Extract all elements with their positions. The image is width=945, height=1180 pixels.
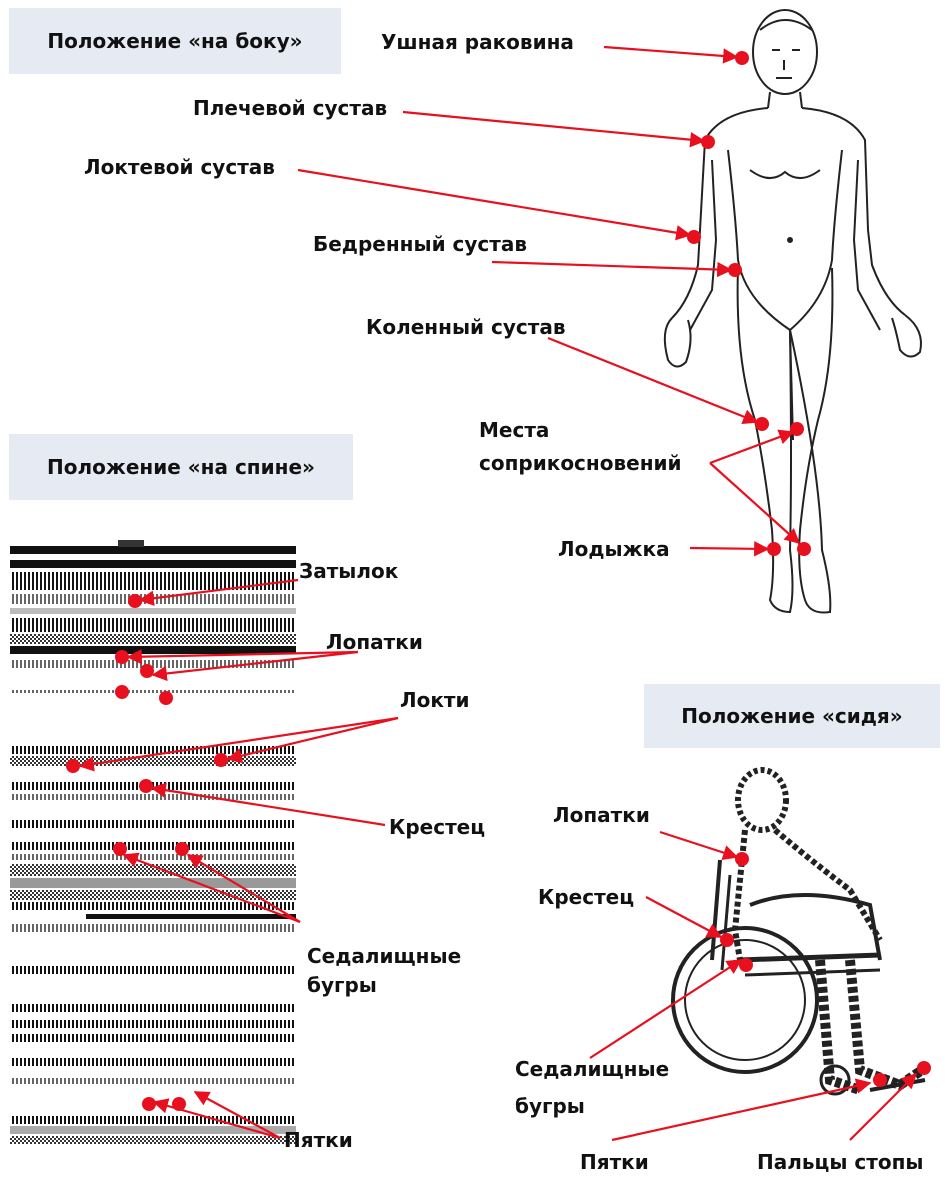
dot-ankle-contact <box>797 542 811 556</box>
arrow-ear <box>604 47 737 57</box>
label-sit-scapulae: Лопатки <box>553 803 650 827</box>
dot-sit-ischial <box>739 958 753 972</box>
dot-ankle <box>767 542 781 556</box>
label-sit-ischial-line1: Седалищные <box>515 1057 669 1081</box>
label-ear: Ушная раковина <box>381 30 574 54</box>
dot-elbow-right <box>214 753 228 767</box>
dot-heel-right <box>172 1097 186 1111</box>
dot-occiput <box>128 594 142 608</box>
label-hip: Бедренный сустав <box>313 232 527 256</box>
arrow-elbow <box>298 170 690 235</box>
dot-sacrum <box>139 779 153 793</box>
label-sit-ischial-line2: бугры <box>515 1094 585 1118</box>
label-sit-heels: Пятки <box>580 1150 649 1174</box>
label-back-ischial-line1: Седалищные <box>307 944 461 968</box>
arrow-sit-heels <box>612 1083 870 1140</box>
arrow-contact-1 <box>710 432 793 463</box>
arrow-sit-ischial <box>590 960 741 1058</box>
dot-sit-sacrum <box>720 933 734 947</box>
arrow-shoulder <box>403 112 704 141</box>
label-ankle: Лодыжка <box>558 537 670 561</box>
dot-shoulder <box>701 135 715 149</box>
arrow-sit-scapulae <box>660 832 737 857</box>
figure-head <box>753 10 817 94</box>
dot-ear <box>735 51 749 65</box>
arrow-ankle <box>690 548 768 549</box>
label-occiput: Затылок <box>299 559 398 583</box>
label-back-ischial-line2: бугры <box>307 973 377 997</box>
dot-ischial-left <box>113 842 127 856</box>
arrow-sacrum <box>152 788 385 825</box>
dot-elbow <box>687 230 701 244</box>
label-back-scapulae: Лопатки <box>326 630 423 654</box>
dot-hip <box>728 263 742 277</box>
label-sit-sacrum: Крестец <box>538 885 634 909</box>
arrow-hip <box>492 262 731 270</box>
arrow-knee <box>548 338 757 422</box>
label-back-elbows: Локти <box>400 688 470 712</box>
dot-back-1 <box>115 685 129 699</box>
arrows <box>80 47 916 1140</box>
dot-back-2 <box>159 691 173 705</box>
dot-sit-scapulae <box>735 852 749 866</box>
dot-elbow-left <box>66 759 80 773</box>
label-contact-line2: соприкосновений <box>479 451 682 475</box>
dot-sit-toes <box>917 1061 931 1075</box>
label-contact-line1: Места <box>479 418 549 442</box>
lying-figure <box>10 540 296 1144</box>
arrow-elbow-2 <box>228 718 398 759</box>
dot-knee-contact <box>790 422 804 436</box>
label-elbow: Локтевой сустав <box>84 155 275 179</box>
dot-scapula-left <box>115 650 129 664</box>
dot-knee <box>755 417 769 431</box>
dot-heel-left <box>142 1097 156 1111</box>
standing-figure <box>665 10 921 613</box>
dot-ischial-right <box>175 842 189 856</box>
label-back-heels: Пятки <box>284 1128 353 1152</box>
dot-scapula-right <box>140 664 154 678</box>
arrow-sit-sacrum <box>646 897 721 937</box>
dot-sit-heels <box>873 1073 887 1087</box>
label-back-sacrum: Крестец <box>389 815 485 839</box>
arrow-contact-2 <box>710 463 799 543</box>
label-sit-toes: Пальцы стопы <box>757 1150 924 1174</box>
label-knee: Коленный сустав <box>366 315 566 339</box>
label-shoulder: Плечевой сустав <box>193 96 387 120</box>
